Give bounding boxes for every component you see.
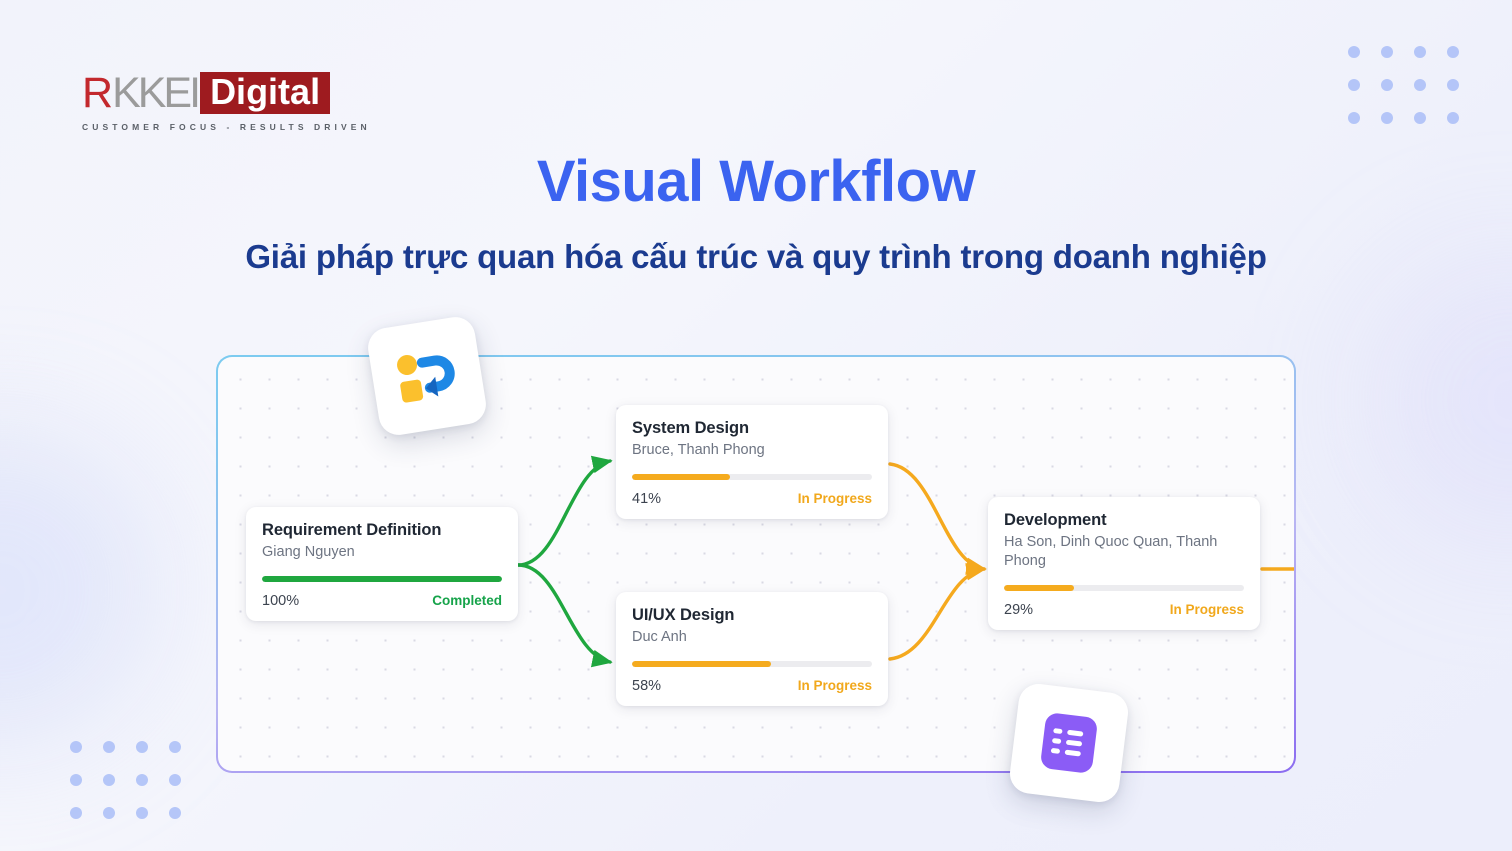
decorative-dot [1348,79,1360,91]
task-progress-track [632,473,872,480]
decorative-dot [1414,46,1426,58]
task-percent: 58% [632,677,662,694]
task-list-icon [1041,713,1097,773]
workflow-list-icon-tile [1007,681,1131,805]
decorative-dot [1447,79,1459,91]
task-footer: 58% In Progress [632,678,872,694]
task-owner: Giang Nguyen [262,544,355,560]
decorative-dot [136,741,148,753]
decorative-dot [103,741,115,753]
decorative-dot [1381,79,1393,91]
task-card-development[interactable]: Development Ha Son, Dinh Quoc Quan, Than… [988,497,1260,630]
decorative-dot [103,774,115,786]
workflow-connectors [516,455,1294,668]
decorative-dot [1381,112,1393,124]
task-progress-track [262,575,502,582]
flow-arrow-icon [397,354,455,403]
decorative-dot [136,807,148,819]
task-progress-fill [1004,584,1074,591]
task-status-badge: In Progress [797,677,872,693]
task-title: Requirement Definition [262,521,442,539]
background-blob-left [0,430,160,750]
background-blob-right [1362,250,1512,550]
decorative-dot-grid-bottom-left [70,741,181,819]
decorative-dot [1447,46,1459,58]
brand-logo-r: R [82,68,113,117]
decorative-dot [169,741,181,753]
task-progress-fill [632,473,731,480]
task-percent: 100% [262,592,300,609]
task-status-badge: In Progress [1169,601,1244,617]
decorative-dot [1381,46,1393,58]
task-card-system-design[interactable]: System Design Bruce, Thanh Phong 41% In … [616,405,888,519]
decorative-dot [1348,46,1360,58]
decorative-dot [70,774,82,786]
task-progress-fill [632,660,772,667]
workflow-flow-icon-tile [365,314,489,438]
task-title: UI/UX Design [632,606,735,624]
task-percent: 29% [1004,601,1034,618]
task-progress-track [632,660,872,667]
decorative-dot [103,807,115,819]
decorative-dot [1414,79,1426,91]
task-owner: Ha Son, Dinh Quoc Quan, Thanh Phong [1004,534,1218,569]
brand-logo-wordmark: R KKEI Digital [82,68,371,117]
connector-system-to-development [888,462,987,576]
decorative-dot [70,741,82,753]
task-status-badge: In Progress [797,490,872,506]
page-title: Visual Workflow [536,149,976,214]
task-owner: Bruce, Thanh Phong [632,442,765,458]
page-subtitle: Giải pháp trực quan hóa cấu trúc và quy … [245,238,1267,275]
decorative-dot [1447,112,1459,124]
decorative-dot-grid-top-right [1348,46,1459,124]
task-title: System Design [632,419,749,437]
brand-tagline: CUSTOMER FOCUS - RESULTS DRIVEN [82,122,371,132]
decorative-dot [1348,112,1360,124]
task-footer: 41% In Progress [632,491,872,507]
task-footer: 100% Completed [262,593,502,609]
decorative-dot [136,774,148,786]
task-percent: 41% [632,490,662,507]
task-card-ui-ux-design[interactable]: UI/UX Design Duc Anh 58% In Progress [616,592,888,706]
connector-uiux-to-development [888,562,987,661]
task-title: Development [1004,511,1107,529]
task-card-requirement-definition[interactable]: Requirement Definition Giang Nguyen 100%… [246,507,518,621]
brand-logo[interactable]: R KKEI Digital CUSTOMER FOCUS - RESULTS … [82,68,371,133]
brand-logo-digital-badge: Digital [200,71,331,114]
connector-requirement-to-system [516,455,613,567]
task-owner: Duc Anh [632,629,687,645]
task-status-badge: Completed [432,592,502,608]
brand-logo-kkei: KKEI [112,68,201,117]
connector-requirement-to-uiux [516,563,613,668]
task-progress-track [1004,584,1244,591]
task-progress-fill [262,575,502,582]
decorative-dot [169,807,181,819]
brand-logo-mark: R KKEI [82,68,201,117]
task-footer: 29% In Progress [1004,602,1244,618]
decorative-dot [169,774,181,786]
decorative-dot [1414,112,1426,124]
decorative-dot [70,807,82,819]
